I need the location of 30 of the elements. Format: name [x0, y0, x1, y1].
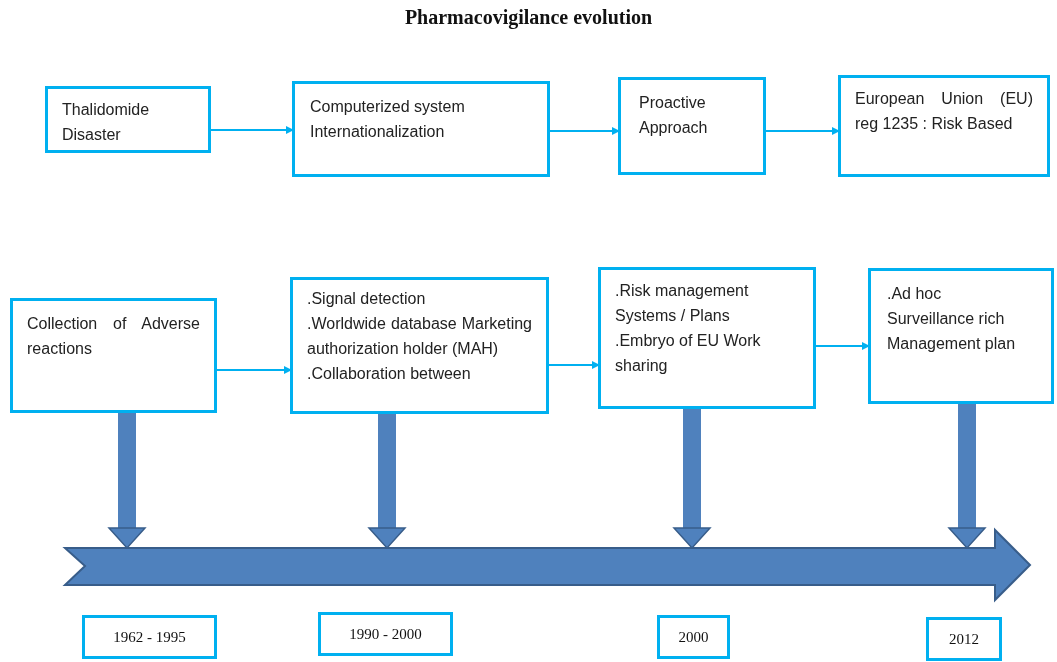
arrow — [548, 361, 600, 369]
milestone-box: Proactive Approach — [618, 77, 766, 175]
year-box: 1990 - 2000 — [318, 612, 453, 656]
milestone-text: .Risk management Systems / Plans — [615, 281, 750, 326]
milestone-box: European Union (EU) reg 1235 : Risk Based — [838, 75, 1050, 177]
year-box: 2012 — [926, 617, 1002, 661]
arrow — [815, 342, 870, 350]
year-box: 2000 — [657, 615, 730, 659]
milestone-text: .Collaboration between — [307, 364, 472, 384]
block-arrow — [673, 409, 711, 549]
milestone-box: Thalidomide Disaster — [45, 86, 211, 153]
arrow — [210, 126, 294, 134]
block-arrow — [948, 404, 986, 549]
diagram-title: Pharmacovigilance evolution — [403, 6, 654, 29]
milestone-box: Computerized system Internationalization — [292, 81, 550, 177]
milestone-box — [598, 267, 816, 409]
block-arrow — [368, 414, 406, 549]
milestone-text: Surveillance rich Management plan — [887, 309, 1017, 354]
arrow — [765, 127, 840, 135]
arrow — [216, 366, 292, 374]
arrow — [549, 127, 620, 135]
milestone-box: Collection of Adverse reactions — [10, 298, 217, 413]
milestone-box — [868, 268, 1054, 404]
year-box: 1962 - 1995 — [82, 615, 217, 659]
milestone-text: .Ad hoc — [887, 284, 943, 304]
milestone-text: .Signal detection — [307, 289, 427, 309]
block-arrow — [108, 413, 146, 549]
milestone-text: .Embryo of EU Work sharing — [615, 331, 762, 376]
milestone-box — [290, 277, 549, 414]
milestone-text: .Worldwide database Marketing authorization holder (MAH) — [307, 314, 532, 359]
